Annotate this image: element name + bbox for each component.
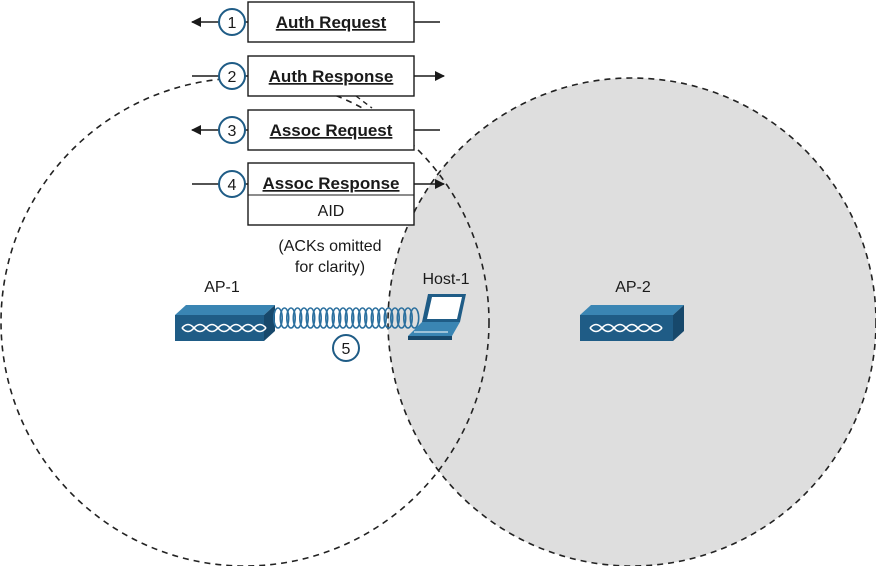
step-number: 4 <box>228 177 237 194</box>
step-circle <box>218 116 246 144</box>
frame-sublabel: AID <box>318 203 345 220</box>
frame-auth-response: Auth Response 2 <box>192 55 445 97</box>
acks-note: (ACKs omitted for clarity) <box>278 238 381 276</box>
wireless-signal-icon <box>272 307 420 329</box>
step-circle <box>332 334 360 362</box>
step-circle <box>218 8 246 36</box>
access-point-icon <box>175 305 275 341</box>
frame-assoc-response: Assoc Response AID 4 <box>192 162 445 226</box>
host1-device: Host-1 <box>408 271 470 340</box>
step-circle <box>218 170 246 198</box>
note-line-1: (ACKs omitted <box>278 238 381 255</box>
frame-label: Auth Request <box>276 13 387 32</box>
frame-box <box>247 109 415 151</box>
frame-box <box>247 1 415 43</box>
access-point-icon <box>580 305 684 341</box>
step-number: 2 <box>228 69 237 86</box>
frame-box <box>247 162 415 226</box>
step-number: 1 <box>228 15 237 32</box>
step-circle <box>218 62 246 90</box>
frame-assoc-request: Assoc Request 3 <box>191 109 440 151</box>
frame-label: Assoc Request <box>270 121 393 140</box>
leader-line <box>355 95 373 109</box>
frame-auth-request: Auth Request 1 <box>191 1 440 43</box>
ap1-device: AP-1 <box>175 279 275 341</box>
host1-label: Host-1 <box>422 271 469 288</box>
laptop-icon <box>408 294 466 340</box>
step-number: 3 <box>228 123 237 140</box>
frame-label: Assoc Response <box>263 174 400 193</box>
ap2-device: AP-2 <box>580 279 684 341</box>
ap2-label: AP-2 <box>615 279 651 296</box>
frame-label: Auth Response <box>269 67 394 86</box>
step-number: 5 <box>342 341 351 358</box>
note-line-2: for clarity) <box>295 259 365 276</box>
wireless-link: 5 <box>272 307 420 362</box>
ap1-label: AP-1 <box>204 279 240 296</box>
